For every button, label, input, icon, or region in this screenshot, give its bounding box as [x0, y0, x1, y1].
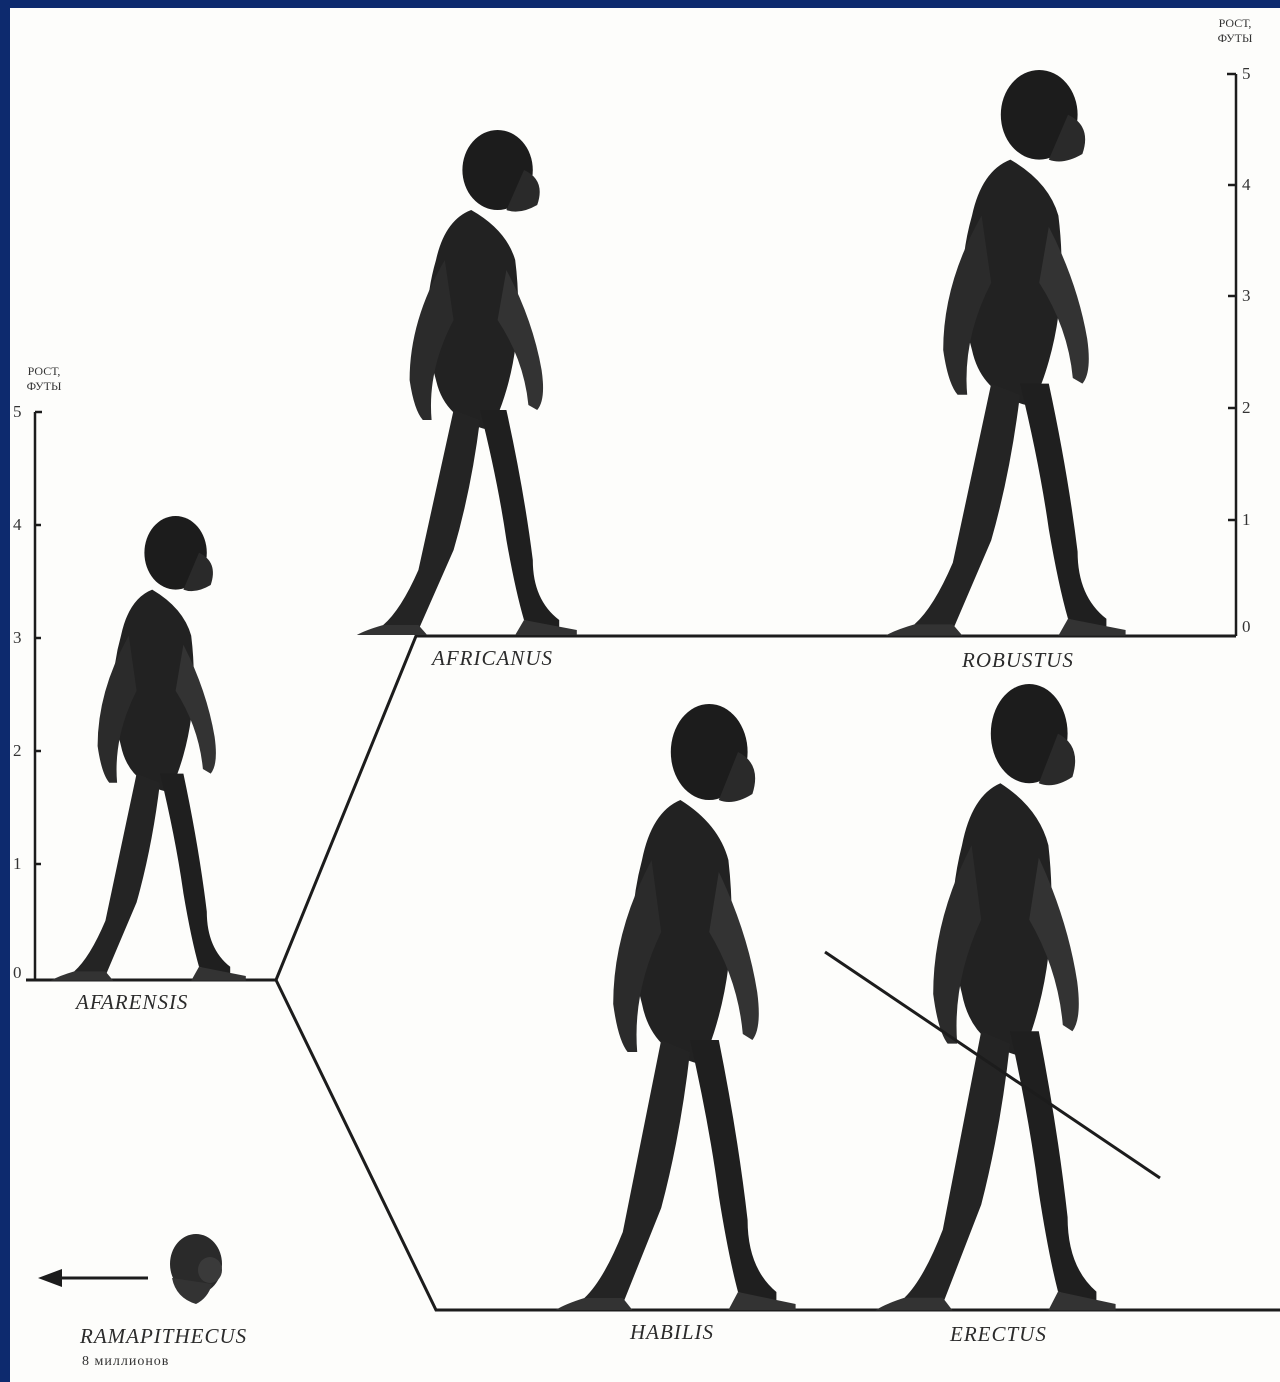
left-tick-2: 2 [13, 742, 22, 759]
left-axis-title: РОСТ, ФУТЫ [10, 364, 78, 394]
left-height-axis [35, 412, 42, 980]
figure-robustus [886, 70, 1126, 636]
left-tick-3: 3 [13, 629, 22, 646]
right-tick-2: 2 [1242, 399, 1251, 416]
right-axis-title: РОСТ, ФУТЫ [1200, 16, 1270, 46]
right-axis-title-line1: РОСТ, [1200, 16, 1270, 31]
figure-erectus [876, 684, 1116, 1310]
left-axis-title-line1: РОСТ, [10, 364, 78, 379]
left-tick-4: 4 [13, 516, 22, 533]
label-habilis: HABILIS [630, 1320, 714, 1345]
diagram-frame: РОСТ, ФУТЫ 0 1 2 3 4 5 РОСТ, ФУТЫ 0 1 2 … [10, 8, 1280, 1382]
left-tick-5: 5 [13, 403, 22, 420]
figure-habilis [556, 704, 796, 1310]
branch-lower [276, 980, 1280, 1310]
left-tick-1: 1 [13, 855, 22, 872]
right-tick-3: 3 [1242, 287, 1251, 304]
label-erectus: ERECTUS [950, 1322, 1047, 1347]
left-tick-0: 0 [13, 964, 22, 981]
right-tick-5: 5 [1242, 65, 1251, 82]
label-afarensis: AFARENSIS [76, 990, 188, 1015]
figure-afarensis [51, 516, 246, 981]
right-tick-1: 1 [1242, 511, 1251, 528]
figure-africanus [357, 130, 577, 635]
branch-upper [276, 636, 1236, 980]
right-tick-4: 4 [1242, 176, 1251, 193]
label-ramapithecus: RAMAPITHECUS [80, 1324, 247, 1349]
left-axis-title-line2: ФУТЫ [10, 379, 78, 394]
right-height-axis [1227, 74, 1236, 636]
arrow-left-icon [38, 1269, 148, 1287]
evolution-diagram [10, 8, 1280, 1382]
label-africanus: AFRICANUS [432, 646, 553, 671]
label-robustus: ROBUSTUS [962, 648, 1074, 673]
label-ramapithecus-age: 8 миллионов [82, 1354, 169, 1370]
right-tick-0: 0 [1242, 618, 1251, 635]
right-axis-title-line2: ФУТЫ [1200, 31, 1270, 46]
hominid-figure-icon [170, 1234, 222, 1304]
